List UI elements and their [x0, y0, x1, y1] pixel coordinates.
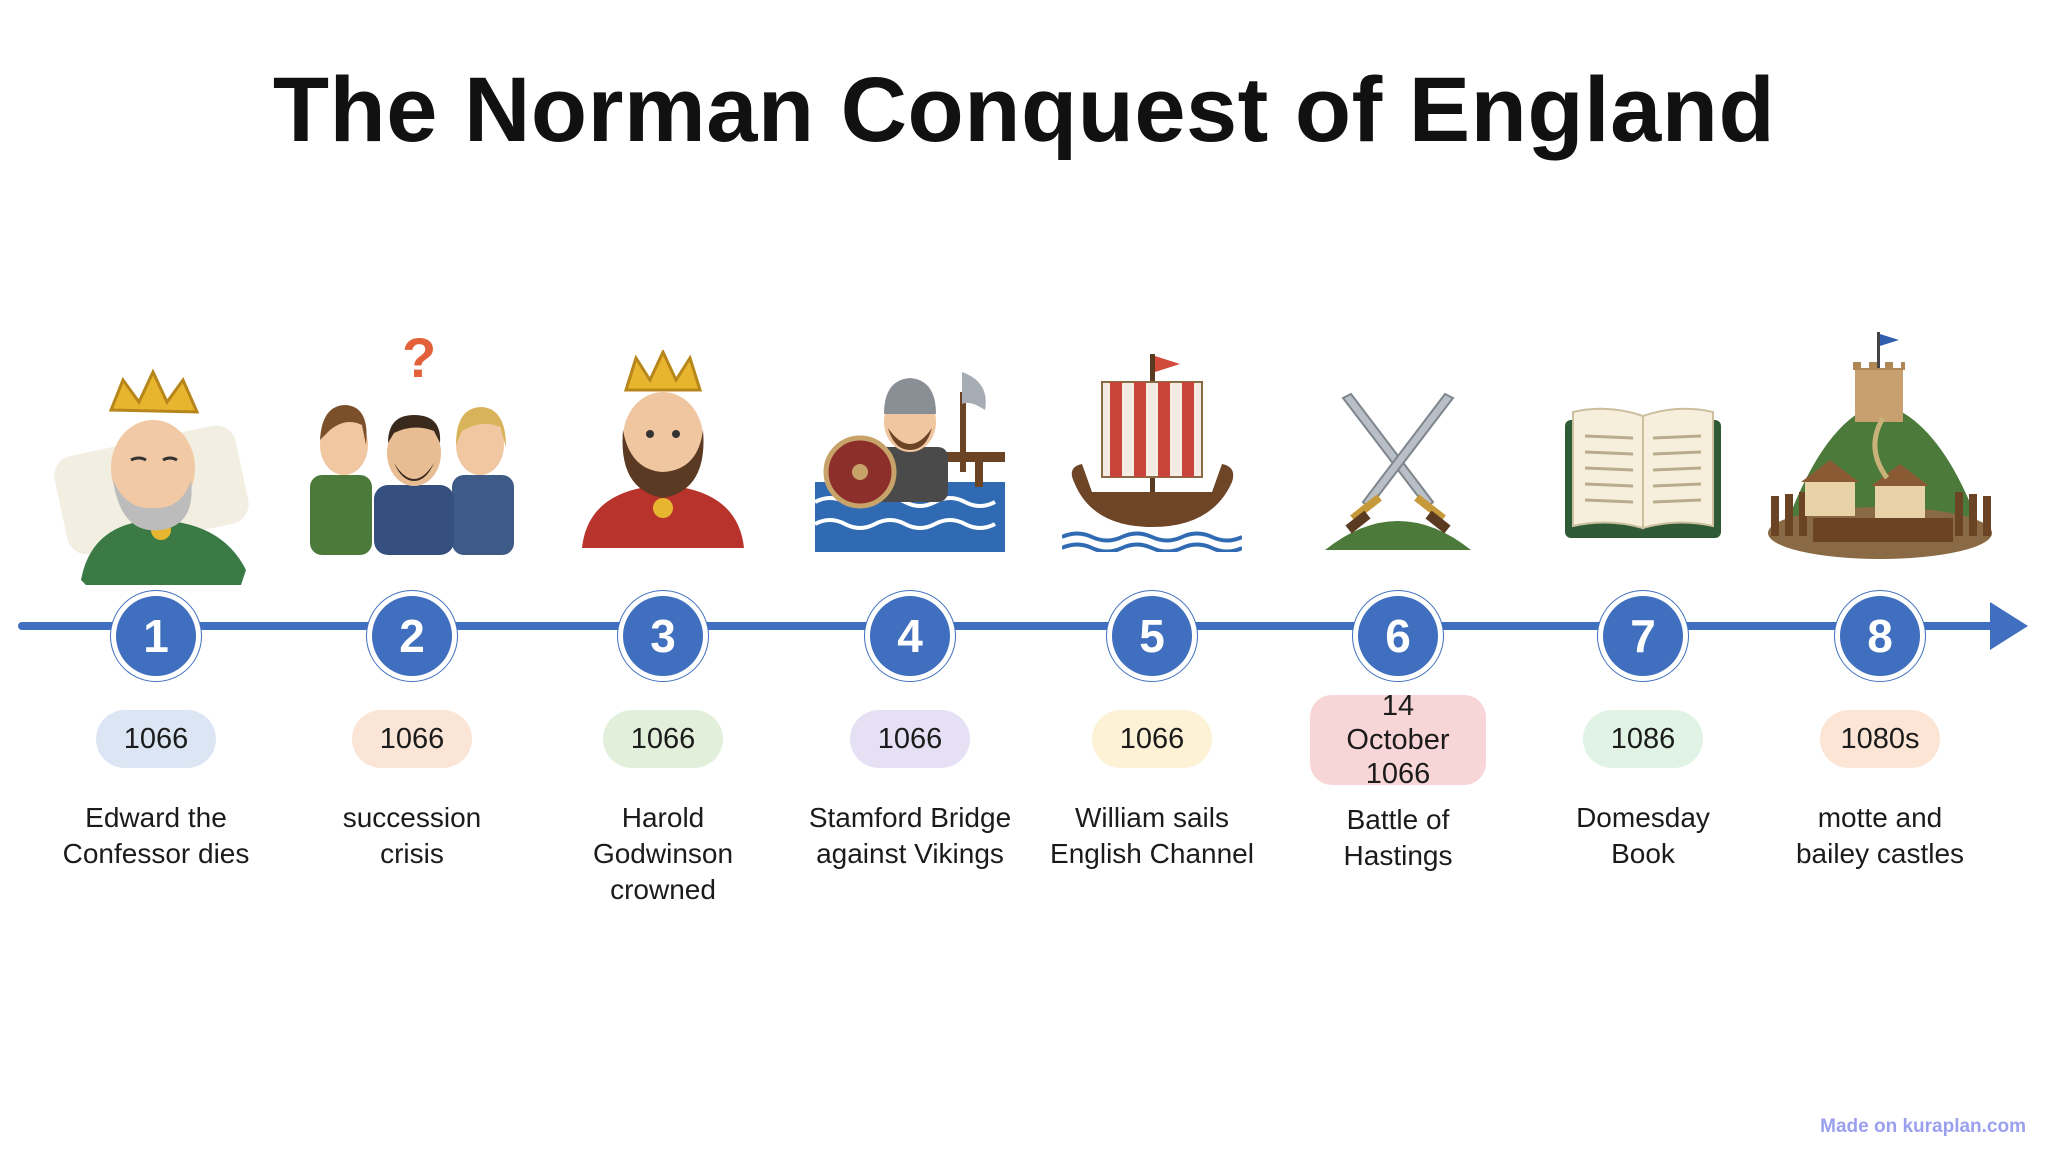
- svg-text:?: ?: [402, 335, 436, 389]
- event-number-badge: 1: [111, 591, 201, 681]
- dying-king-icon: [54, 368, 249, 585]
- page-title: The Norman Conquest of England: [272, 59, 1776, 161]
- viking-warrior-icon: [814, 372, 1005, 552]
- event-date-pill: 1086: [1583, 710, 1703, 768]
- event-number-badge: 4: [865, 591, 955, 681]
- event-date-pill: 1066: [1092, 710, 1212, 768]
- event-date-pill: 1066: [352, 710, 472, 768]
- event-number-badge: 6: [1353, 591, 1443, 681]
- event-number-badge: 8: [1835, 591, 1925, 681]
- footer-credit: Made on kuraplan.com: [1820, 1116, 2026, 1137]
- longship-icon: [1062, 354, 1242, 552]
- event-date-pill: 1080s: [1820, 710, 1940, 768]
- event-number-badge: 5: [1107, 591, 1197, 681]
- timeline-arrowhead-icon: [1990, 602, 2028, 650]
- motte-bailey-castle-icon: [1768, 332, 1992, 559]
- event-date-pill: 1066: [96, 710, 216, 768]
- open-book-icon: [1565, 407, 1721, 538]
- event-date-pill: 1066: [603, 710, 723, 768]
- crowned-king-icon: [582, 350, 744, 548]
- question-people-icon: ?: [310, 335, 514, 555]
- crossed-swords-icon: [1325, 392, 1471, 550]
- event-number-badge: 7: [1598, 591, 1688, 681]
- event-date-pill: 1066: [850, 710, 970, 768]
- event-number-badge: 3: [618, 591, 708, 681]
- event-number-badge: 2: [367, 591, 457, 681]
